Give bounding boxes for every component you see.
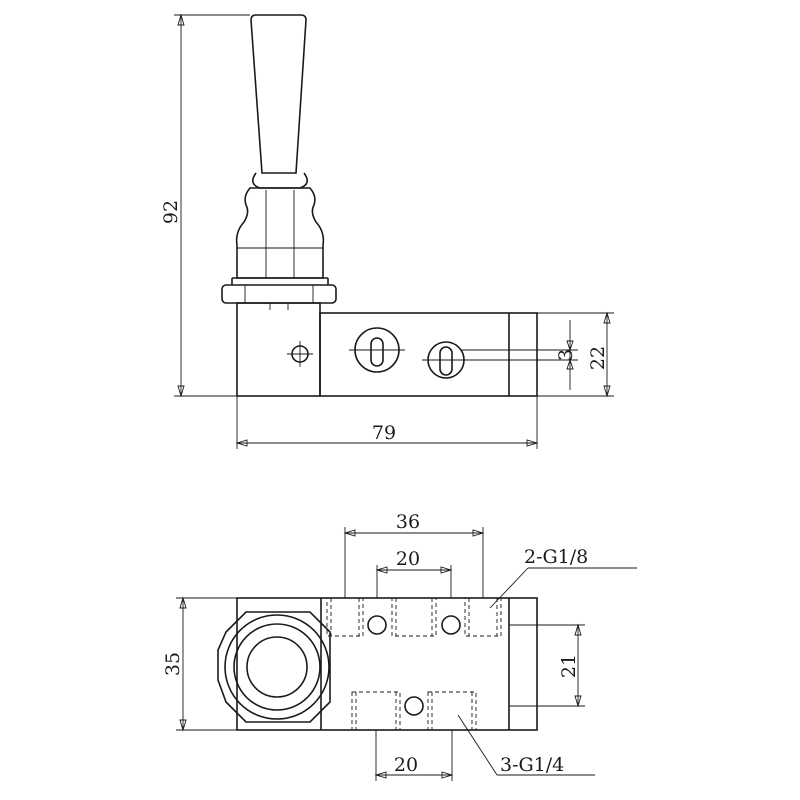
port-g18-2 <box>391 597 437 637</box>
threaded-boss <box>217 611 331 723</box>
callout-small-ports-label: 2-G1/8 <box>524 546 588 568</box>
dim-top-span-label: 36 <box>396 511 420 533</box>
dim-height: 92 <box>160 13 250 398</box>
dim-port-spacing: 21 <box>509 623 585 708</box>
dim-depth-label: 35 <box>162 652 184 676</box>
screw-hole-3 <box>404 696 424 716</box>
dim-slot: 3 <box>460 320 578 390</box>
dim-port-spacing-label: 21 <box>558 654 580 678</box>
callout-large-ports-label: 3-G1/4 <box>500 754 564 776</box>
screw-hole-1 <box>367 615 387 635</box>
dim-bottom-pitch-label: 20 <box>394 754 418 776</box>
dim-bottom-pitch: 20 <box>374 730 454 781</box>
port-g18-3 <box>464 597 502 637</box>
bottom-view: 36 20 20 35 <box>162 511 637 781</box>
dim-top-span: 36 <box>343 511 485 598</box>
dim-side-label: 22 <box>587 346 609 370</box>
screw-hole-2 <box>441 615 461 635</box>
dim-top-pitch: 20 <box>375 548 453 598</box>
front-view: 92 79 22 3 <box>160 13 614 449</box>
dim-width: 79 <box>235 396 539 449</box>
dim-height-label: 92 <box>160 200 182 224</box>
dim-width-label: 79 <box>372 422 396 444</box>
callout-large-ports: 3-G1/4 <box>457 714 595 776</box>
port-g18-1 <box>326 597 364 637</box>
dim-top-pitch-label: 20 <box>396 548 420 570</box>
port-g14-2 <box>427 691 477 731</box>
dim-depth: 35 <box>162 596 237 732</box>
lever-handle <box>235 14 325 279</box>
slot-hole-1 <box>349 327 405 373</box>
slot-hole-2 <box>422 341 490 379</box>
dim-slot-label: 3 <box>555 349 577 361</box>
callout-small-ports: 2-G1/8 <box>489 546 637 609</box>
lock-nut <box>221 277 337 304</box>
valve-body-front <box>236 302 538 397</box>
dim-side: 22 <box>537 311 614 398</box>
port-g14-1 <box>351 691 401 731</box>
